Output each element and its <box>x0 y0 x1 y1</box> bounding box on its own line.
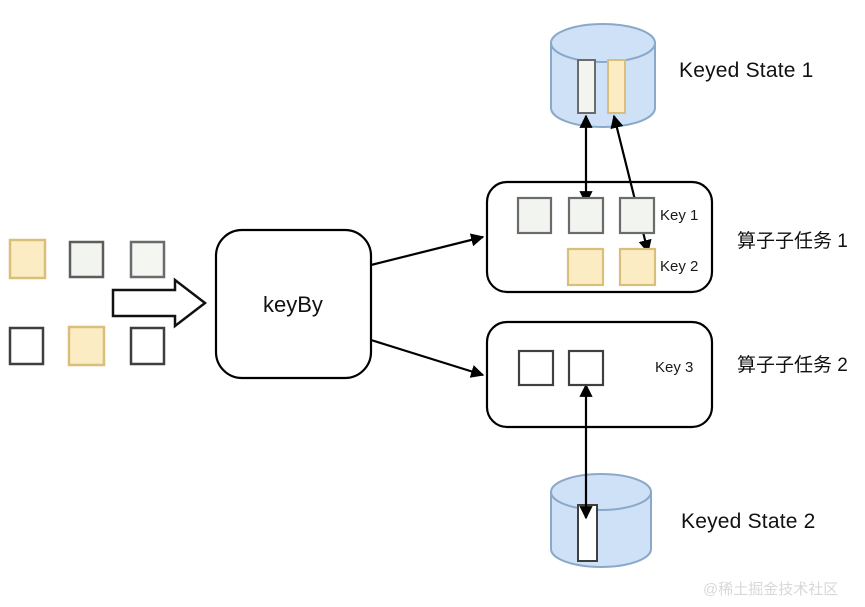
state-1-bar-gray <box>577 59 596 114</box>
arrow-keyby-to-subtask-1 <box>370 233 485 267</box>
input-square-yellow-1 <box>8 238 47 280</box>
input-square-yellow-2 <box>67 325 106 367</box>
input-square-white-1 <box>8 326 45 366</box>
key-2-label: Key 2 <box>660 258 699 275</box>
key-3-row-items <box>517 349 605 387</box>
state-1-bar-yellow <box>607 59 626 114</box>
input-square-gray-1 <box>68 240 105 279</box>
key-2-item-2 <box>618 247 657 287</box>
keyed-state-2-cylinder <box>550 473 652 568</box>
state-2-bar-white <box>577 504 598 562</box>
key-3-label: Key 3 <box>655 359 694 376</box>
input-row-1 <box>8 238 166 280</box>
key-2-item-1 <box>566 247 605 287</box>
operator-subtask-2-label: 算子子任务 2 <box>737 355 848 376</box>
key-1-item-3 <box>618 196 656 235</box>
key-2-row-items <box>566 247 657 287</box>
keyed-state-2-label: Keyed State 2 <box>681 510 816 533</box>
keyby-label: keyBy <box>263 292 323 317</box>
input-row-2 <box>8 325 166 367</box>
site-watermark: @稀土掘金技术社区 <box>703 581 839 598</box>
key-1-row-items <box>516 196 656 235</box>
key-1-item-1 <box>516 196 553 235</box>
input-square-white-2 <box>129 326 166 366</box>
keyed-state-1-cylinder <box>550 23 656 128</box>
key-3-item-1 <box>517 349 555 387</box>
keyed-state-1-label: Keyed State 1 <box>679 59 814 82</box>
operator-subtask-1-label: 算子子任务 1 <box>737 231 848 252</box>
arrow-keyby-to-subtask-2 <box>370 338 485 378</box>
key-3-item-2 <box>567 349 605 387</box>
key-1-item-2 <box>567 196 605 235</box>
stream-direction-arrow-icon <box>111 277 208 329</box>
key-1-label: Key 1 <box>660 207 699 224</box>
keyby-box <box>214 228 373 380</box>
input-square-gray-2 <box>129 240 166 279</box>
